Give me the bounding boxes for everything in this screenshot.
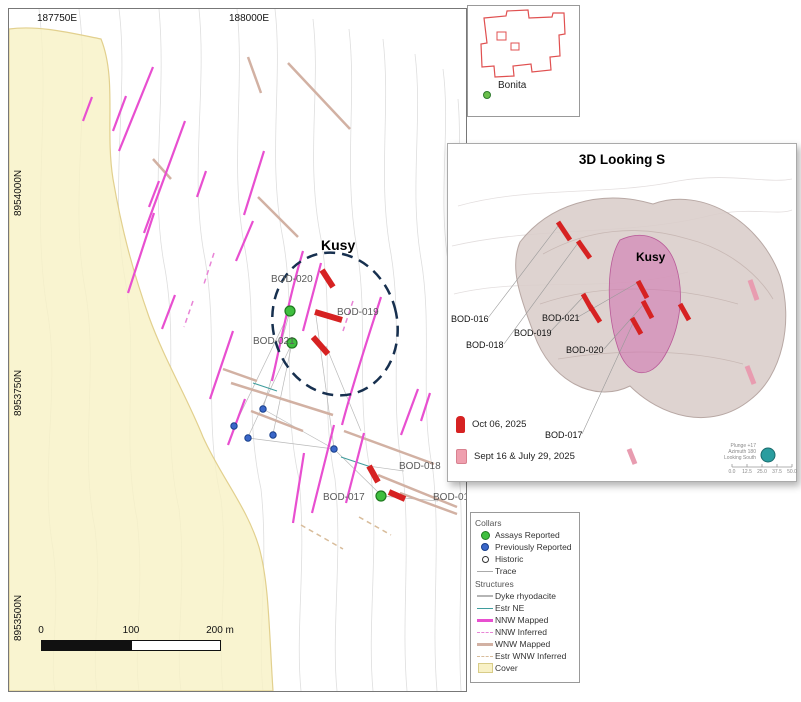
map-legend: Collars Assays Reported Previously Repor… (470, 512, 580, 683)
panel-3d-title: 3D Looking S (578, 152, 666, 167)
inset-project-label: Bonita (498, 80, 527, 91)
legend-item: NNW Mapped (475, 614, 575, 626)
panel-legend-item: Oct 06, 2025 (456, 416, 526, 433)
estr-wnw-inferred-line-icon (477, 655, 493, 657)
hole-label-3d: BOD-016 (451, 314, 489, 324)
northing-label: 8953750N (13, 369, 24, 416)
scalebar-black-segment (41, 640, 131, 651)
legend-item-label: Estr NE (495, 603, 525, 613)
legend-section-title: Collars (475, 518, 502, 528)
hole-label-3d: BOD-017 (545, 430, 583, 440)
nnw-mapped-line-icon (477, 618, 493, 622)
trace-lines (234, 310, 439, 502)
ruler-tick-label: 12.5 (742, 469, 752, 475)
scalebar-tick-label: 200 m (206, 625, 234, 636)
hole-label: BOD-019 (337, 307, 379, 318)
panel-3d-canvas (451, 177, 793, 468)
kusy-3d-label: Kusy (636, 250, 666, 264)
inset-canvas (480, 9, 566, 99)
location-inset: Bonita (467, 5, 580, 117)
hole-label-3d: BOD-019 (514, 328, 552, 338)
hole-label: BOD-016 (433, 492, 466, 503)
nnw-inferred-structures (183, 252, 354, 332)
legend-item-label: WNW Mapped (495, 639, 551, 649)
property-boundary (480, 9, 566, 78)
trace-line-icon (477, 570, 493, 572)
legend-item-label: Previously Reported (495, 542, 572, 552)
wnw-mapped-line-icon (477, 642, 493, 646)
kusy-area-label: Kusy (321, 237, 356, 253)
pink-interval-icon (456, 449, 467, 464)
panel-legend-label: Sept 16 & July 29, 2025 (474, 451, 575, 462)
hole-label: BOD-021 (253, 336, 295, 347)
hole-label-3d: BOD-018 (466, 340, 504, 350)
historic-ring-icon (481, 555, 489, 563)
panel-legend-item: Sept 16 & July 29, 2025 (456, 449, 575, 464)
easting-label: 187750E (37, 13, 78, 24)
legend-item-label: Estr WNW Inferred (495, 651, 567, 661)
legend-item: Trace (475, 565, 575, 577)
ruler-tick-label: 50.0 (787, 469, 797, 475)
legend-section-title: Structures (475, 579, 514, 589)
northing-label: 8953500N (13, 594, 24, 641)
legend-item-label: Historic (495, 554, 524, 564)
dyke-line-icon (477, 595, 493, 597)
scalebar-tick-label: 0 (38, 625, 44, 636)
scalebar-white-segment (131, 640, 221, 651)
ruler-tick-label: 37.5 (772, 469, 782, 475)
legend-item: Previously Reported (475, 541, 575, 553)
cover-area (9, 27, 274, 691)
hole-label-3d: BOD-021 (542, 313, 580, 323)
legend-item-label: Assays Reported (495, 530, 560, 540)
hole-label: BOD-020 (271, 274, 313, 285)
project-marker-icon (483, 91, 491, 99)
assays-dot-icon (480, 530, 490, 540)
hole-label: BOD-017 (323, 492, 365, 503)
hole-label-3d: BOD-020 (566, 345, 604, 355)
legend-item: Cover (475, 662, 575, 674)
claim-block (496, 31, 507, 41)
ruler-tick-label: 25.0 (757, 469, 767, 475)
legend-item-label: NNW Mapped (495, 615, 549, 625)
drill-intervals-prior (626, 279, 760, 465)
legend-item: NNW Inferred (475, 626, 575, 638)
assays-reported-collars (284, 305, 387, 502)
legend-item: Dyke rhyodacite (475, 590, 575, 602)
cover-swatch-icon (477, 663, 493, 673)
view-orientation-text: Plunge +17 Azimuth 180 Looking South (724, 443, 756, 461)
drill-traces (310, 268, 407, 502)
legend-item: Assays Reported (475, 529, 575, 541)
northing-label: 8954000N (13, 169, 24, 216)
view-compass-icon (760, 447, 776, 463)
drill-intervals-oct (555, 220, 692, 336)
nnw-inferred-line-icon (477, 631, 493, 633)
map-canvas (9, 9, 464, 691)
legend-item: Estr NE (475, 602, 575, 614)
kusy-outline-ellipse (271, 251, 399, 397)
label-leader-lines (487, 225, 645, 435)
estr-ne-line-icon (477, 607, 493, 609)
panel-3d: 3D Looking S Kusy BOD-016 BOD-018 BOD-01… (447, 143, 797, 482)
legend-item: Historic (475, 553, 575, 565)
legend-item-label: Cover (495, 663, 518, 673)
main-map: 187750E 188000E 8954000N 8953750N 895350… (8, 8, 467, 692)
legend-item-label: Trace (495, 566, 517, 576)
wnw-inferred-structures (300, 516, 392, 550)
wnw-mapped-structures (152, 56, 458, 516)
previously-dot-icon (481, 543, 489, 551)
previously-reported-collars (230, 405, 338, 453)
hole-label: BOD-018 (399, 461, 441, 472)
easting-label: 188000E (229, 13, 270, 24)
panel-legend-label: Oct 06, 2025 (472, 419, 527, 430)
mini-scale-ruler (731, 464, 793, 468)
legend-item-label: Dyke rhyodacite (495, 591, 556, 601)
red-cylinder-icon (456, 416, 465, 433)
ruler-tick-label: 0.0 (728, 469, 736, 475)
legend-item-label: NNW Inferred (495, 627, 547, 637)
legend-item: Estr WNW Inferred (475, 650, 575, 662)
claim-block (510, 42, 520, 51)
scalebar-tick-label: 100 (122, 625, 140, 636)
legend-item: WNW Mapped (475, 638, 575, 650)
